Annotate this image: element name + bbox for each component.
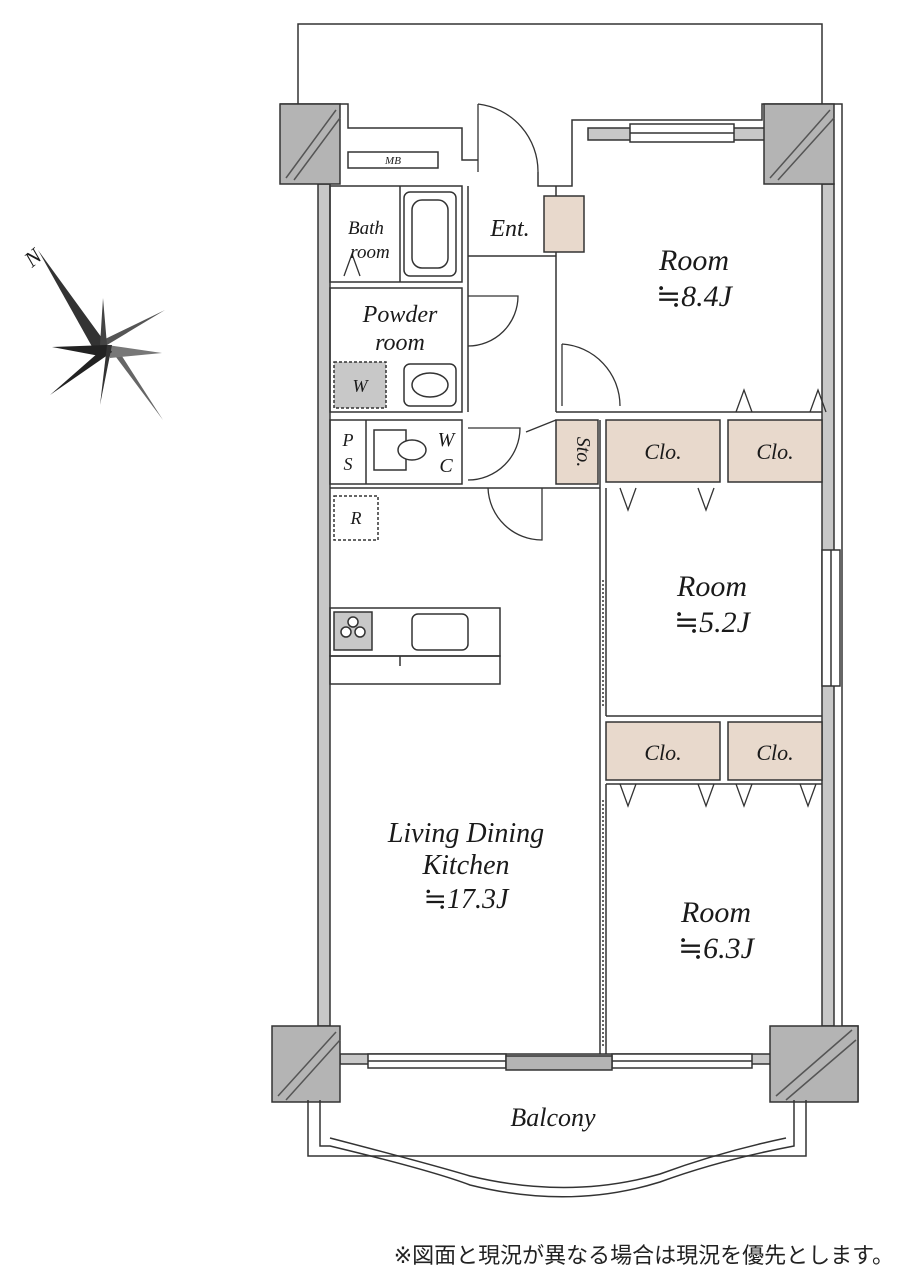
closets (543, 195, 823, 781)
washer-area (333, 361, 387, 409)
storage-label: Sto. (572, 437, 594, 468)
washer-label: W (353, 376, 370, 396)
entrance-label: Ent. (489, 216, 529, 242)
room2-name: Room (676, 570, 747, 603)
wc-w: W (438, 429, 457, 451)
closet-room1-right (727, 419, 823, 483)
closet-label-3: Clo. (644, 740, 681, 765)
fixtures (333, 191, 469, 651)
ldk-line1: Living Dining (387, 818, 544, 849)
room3-area: ≒6.3J (678, 932, 756, 965)
meter-box-label: MB (384, 155, 401, 167)
corner-columns (271, 103, 859, 1103)
closet-door-marks (343, 252, 827, 808)
exterior-walls (317, 127, 835, 1065)
doors (467, 103, 621, 541)
compass-rose-icon: N (18, 242, 165, 420)
balcony-outline (307, 1100, 807, 1198)
bath-line1: Bath (348, 218, 384, 239)
room-labels: Room ≒8.4J Room ≒5.2J Room ≒6.3J Living … (342, 155, 794, 1132)
closet-label-2: Clo. (756, 439, 793, 464)
room1-name: Room (658, 244, 729, 277)
windows (367, 123, 841, 1071)
ldk-line2: Kitchen (421, 850, 509, 881)
entrance-shoe-box (543, 195, 585, 253)
balcony-label: Balcony (510, 1103, 596, 1132)
room1-area: ≒8.4J (656, 280, 734, 313)
room2-area: ≒5.2J (674, 606, 752, 639)
interior-walls (329, 151, 822, 1054)
ps-p: P (342, 430, 354, 450)
powder-line1: Powder (362, 302, 438, 328)
fridge-area (333, 495, 379, 541)
closet-room1-left (605, 419, 721, 483)
fridge-label: R (350, 508, 362, 528)
kitchen-sink-icon (411, 613, 469, 651)
closet-room2-left (605, 721, 721, 781)
footnote: ※図面と現況が異なる場合は現況を優先とします。 (393, 1244, 894, 1269)
closet-room2-right (727, 721, 823, 781)
ps-s: S (344, 454, 353, 474)
bath-line2: room (350, 242, 389, 263)
closet-label-1: Clo. (644, 439, 681, 464)
closet-label-4: Clo. (756, 740, 793, 765)
powder-line2: room (375, 330, 425, 356)
ldk-area: ≒17.3J (424, 884, 510, 915)
wc-c: C (439, 455, 453, 477)
room3-name: Room (680, 896, 751, 929)
